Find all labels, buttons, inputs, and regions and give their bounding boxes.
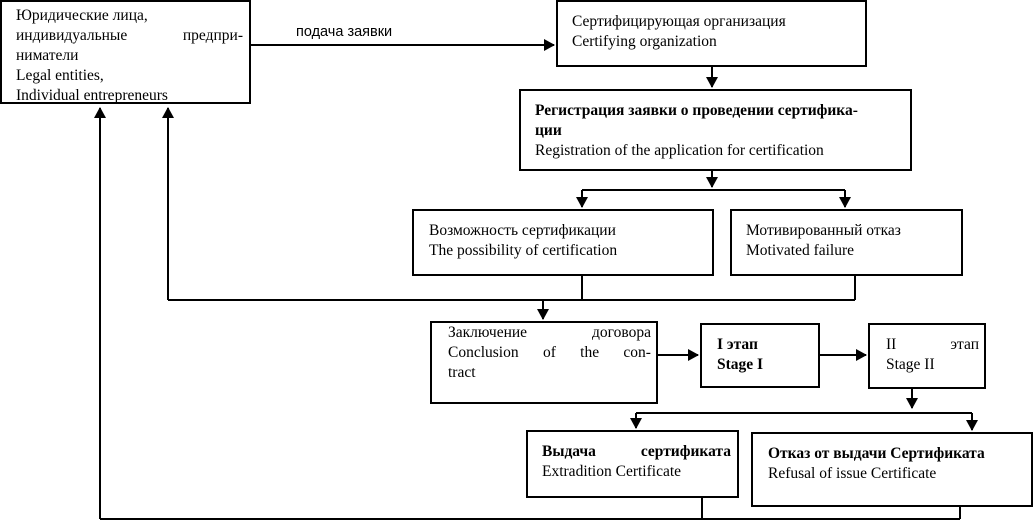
- issue-ru: Выдача сертификата: [542, 443, 731, 460]
- certifying-org-box: Сертифицирующая организация Certifying o…: [556, 0, 867, 67]
- applicants-ru-line3: ниматели: [16, 47, 79, 64]
- registration-box: Регистрация заявки о проведении сертифик…: [519, 89, 912, 171]
- refusal-issue-box: Отказ от выдачи Сертификата Refusal of i…: [751, 432, 1033, 507]
- motivated-refusal-box: Мотивированный отказ Motivated failure: [730, 209, 963, 276]
- registration-ru-line1: Регистрация заявки о проведении сертифик…: [535, 102, 858, 119]
- motivated-refusal-en: Motivated failure: [746, 242, 855, 259]
- registration-ru-line2: ции: [535, 122, 562, 139]
- stage1-en: Stage I: [717, 356, 764, 373]
- certifying-org-ru: Сертифицирующая организация: [572, 13, 786, 30]
- possibility-ru: Возможность сертификации: [429, 222, 616, 239]
- possibility-box: Возможность сертификации The possibility…: [412, 209, 714, 276]
- applicants-en-line2: Individual entrepreneurs: [16, 87, 168, 104]
- contract-box: Заключение договора Conclusion of the co…: [430, 321, 658, 404]
- stage2-en: Stage II: [886, 356, 935, 373]
- stage2-ru: II этап: [886, 336, 979, 353]
- stage2-box: II этап Stage II: [868, 323, 986, 389]
- refusal-issue-ru: Отказ от выдачи Сертификата: [768, 445, 985, 462]
- applicants-ru-line2: индивидуальные предпри-: [16, 27, 243, 44]
- applicants-box: Юридические лица, индивидуальные предпри…: [0, 0, 251, 104]
- refusal-issue-en: Refusal of issue Certificate: [768, 465, 937, 482]
- applicants-ru-line1: Юридические лица,: [16, 7, 148, 24]
- applicants-en-line1: Legal entities,: [16, 67, 104, 84]
- contract-ru: Заключение договора: [448, 324, 651, 341]
- motivated-refusal-ru: Мотивированный отказ: [746, 222, 901, 239]
- contract-en-line1: Conclusion of the con-: [448, 344, 651, 361]
- registration-en: Registration of the application for cert…: [535, 142, 824, 159]
- certifying-org-en: Certifying organization: [572, 33, 717, 50]
- possibility-en: The possibility of certification: [429, 242, 618, 259]
- contract-en-line2: tract: [448, 364, 476, 381]
- issue-en: Extradition Certificate: [542, 463, 682, 480]
- submission-label: подача заявки: [296, 24, 393, 40]
- issue-certificate-box: Выдача сертификата Extradition Certifica…: [526, 430, 739, 498]
- stage1-box: I этап Stage I: [700, 323, 820, 388]
- stage1-ru: I этап: [717, 336, 758, 353]
